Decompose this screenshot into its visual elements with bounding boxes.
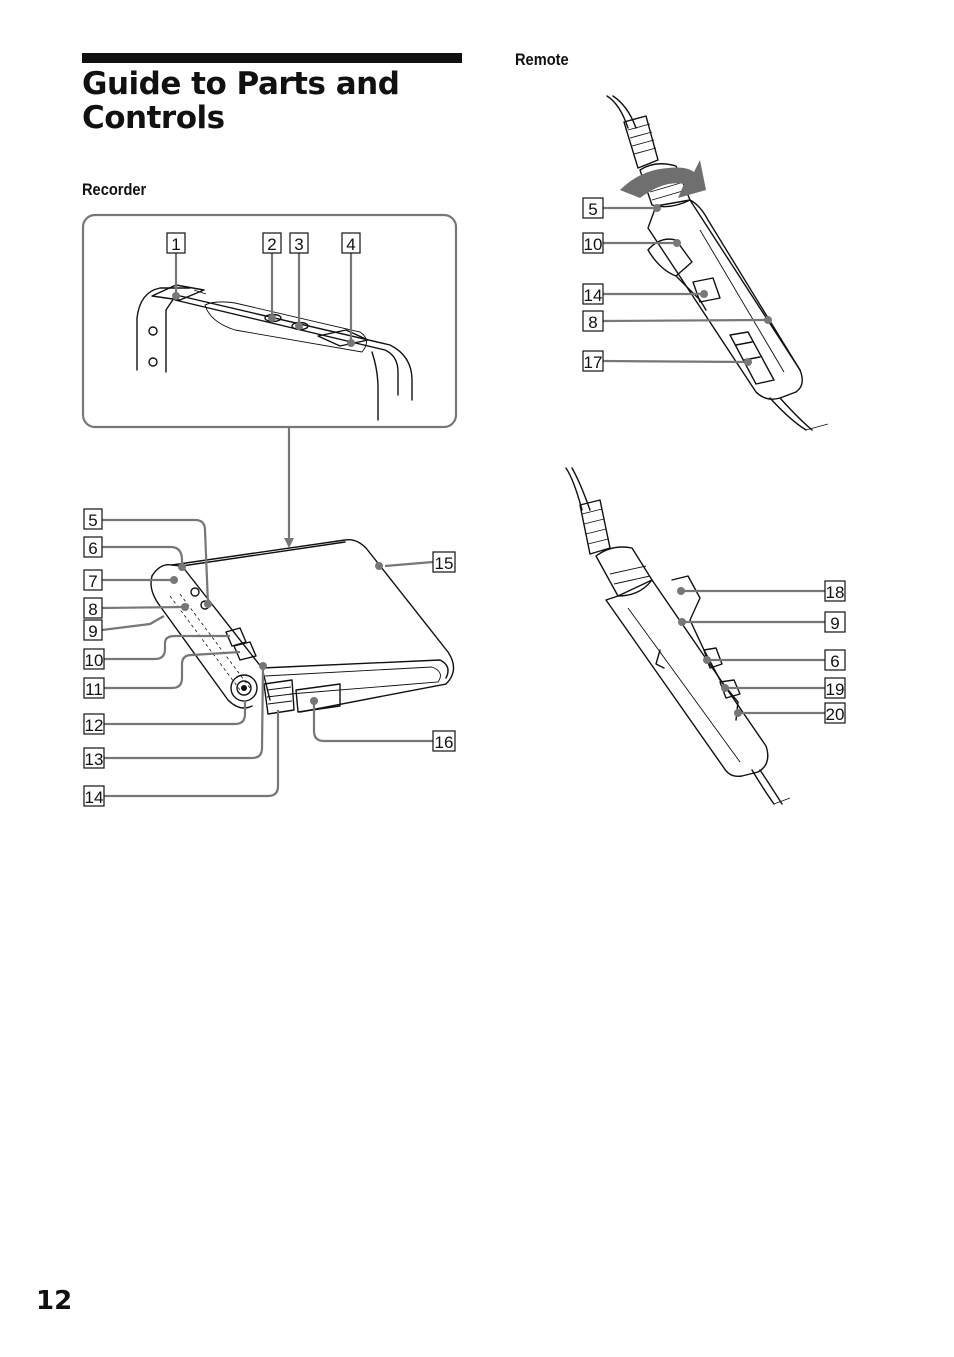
title-rule bbox=[82, 53, 462, 63]
recorder-section-heading: Recorder bbox=[82, 180, 147, 199]
remote-callout-5: 5 bbox=[582, 197, 604, 219]
volume-dial-arrow-icon bbox=[620, 160, 706, 198]
callout-8: 8 bbox=[83, 597, 103, 619]
svg-text:5: 5 bbox=[88, 511, 97, 530]
svg-text:14: 14 bbox=[85, 788, 104, 807]
recorder-illustration bbox=[81, 213, 458, 798]
callout-13: 13 bbox=[83, 747, 105, 769]
page-title: Guide to Parts and Controls bbox=[82, 66, 400, 136]
svg-text:5: 5 bbox=[588, 200, 597, 219]
remote-front-view bbox=[606, 95, 829, 431]
remote-callout-18: 18 bbox=[824, 580, 846, 602]
remote-callout-8: 8 bbox=[582, 310, 604, 332]
remote-callout-9: 9 bbox=[824, 611, 846, 633]
callout-5: 5 bbox=[83, 508, 103, 530]
callout-10: 10 bbox=[83, 648, 105, 670]
svg-text:18: 18 bbox=[826, 583, 845, 602]
top-detail-frame bbox=[81, 213, 458, 429]
svg-text:11: 11 bbox=[85, 680, 103, 699]
callout-3: 3 bbox=[289, 232, 309, 254]
remote-callout-20: 20 bbox=[824, 702, 846, 724]
svg-text:2: 2 bbox=[267, 235, 276, 254]
svg-text:4: 4 bbox=[346, 235, 355, 254]
remote-callout-19: 19 bbox=[824, 677, 846, 699]
remote-callout-6: 6 bbox=[824, 649, 846, 671]
callout-16: 16 bbox=[432, 730, 456, 752]
callout-7: 7 bbox=[83, 569, 103, 591]
callout-11: 11 bbox=[83, 677, 105, 699]
recorder-top-detail bbox=[136, 284, 413, 421]
svg-text:16: 16 bbox=[435, 733, 454, 752]
callout-2: 2 bbox=[262, 232, 282, 254]
remote-section-heading: Remote bbox=[515, 50, 569, 69]
callout-9: 9 bbox=[83, 619, 103, 641]
svg-text:13: 13 bbox=[85, 750, 104, 769]
svg-text:7: 7 bbox=[88, 572, 97, 591]
svg-text:6: 6 bbox=[830, 652, 839, 671]
svg-text:9: 9 bbox=[88, 622, 97, 641]
svg-text:10: 10 bbox=[85, 651, 104, 670]
page-number: 12 bbox=[36, 1286, 73, 1316]
svg-text:15: 15 bbox=[435, 554, 454, 573]
svg-text:9: 9 bbox=[830, 614, 839, 633]
remote-callout-14: 14 bbox=[582, 283, 604, 305]
callout-6: 6 bbox=[83, 536, 103, 558]
callout-12: 12 bbox=[83, 713, 105, 735]
svg-text:17: 17 bbox=[584, 353, 603, 372]
svg-text:3: 3 bbox=[294, 235, 303, 254]
svg-text:20: 20 bbox=[826, 705, 845, 724]
remote-callout-10: 10 bbox=[582, 232, 604, 254]
callout-4: 4 bbox=[341, 232, 361, 254]
svg-text:6: 6 bbox=[88, 539, 97, 558]
svg-text:8: 8 bbox=[88, 600, 97, 619]
svg-text:14: 14 bbox=[584, 286, 603, 305]
remote-illustration bbox=[565, 95, 829, 805]
svg-text:1: 1 bbox=[171, 235, 180, 254]
callout-labels: 1 2 3 4 5 6 7 8 9 10 11 12 13 14 15 16 5… bbox=[83, 197, 846, 807]
callout-14: 14 bbox=[83, 785, 105, 807]
svg-text:10: 10 bbox=[584, 235, 603, 254]
remote-callout-17: 17 bbox=[582, 350, 604, 372]
svg-text:8: 8 bbox=[588, 313, 597, 332]
remote-side-view bbox=[565, 467, 791, 805]
svg-text:19: 19 bbox=[826, 680, 845, 699]
svg-text:12: 12 bbox=[85, 716, 104, 735]
callout-1: 1 bbox=[166, 232, 186, 254]
callout-15: 15 bbox=[432, 551, 456, 573]
